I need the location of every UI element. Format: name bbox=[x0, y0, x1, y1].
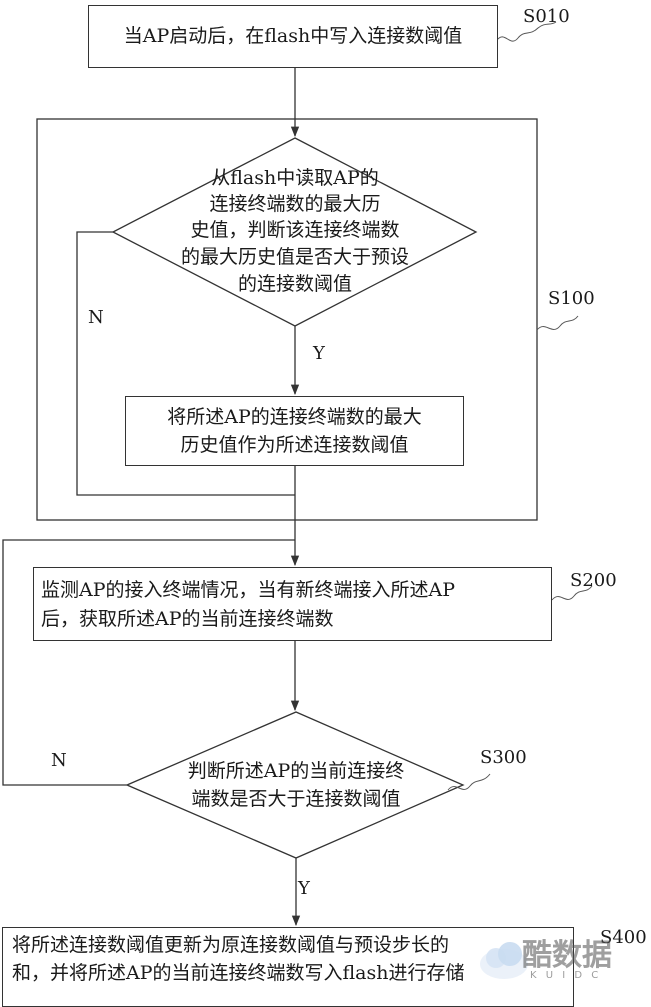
watermark-subtext: K U I D C bbox=[530, 970, 602, 981]
s100-decision-line-5: 的连接数阈值 bbox=[237, 273, 352, 295]
s200-line-2: 后，获取所述AP的当前连接终端数 bbox=[41, 608, 334, 630]
s300-yes-label: Y bbox=[298, 878, 310, 899]
s200-line-1: 监测AP的接入终端情况，当有新终端接入所述AP bbox=[41, 579, 456, 601]
s010-label: S010 bbox=[523, 6, 570, 27]
s100-label: S100 bbox=[548, 288, 595, 309]
s400-line-2: 和，并将所述AP的当前连接终端数写入flash进行存储 bbox=[12, 962, 465, 984]
s100-callout-line bbox=[536, 315, 579, 331]
s300-label: S300 bbox=[480, 747, 527, 768]
s400-label: S400 bbox=[600, 927, 647, 948]
s400-line-1: 将所述连接数阈值更新为原连接数阈值与预设步长的 bbox=[12, 934, 450, 956]
s300-decision-line-1: 判断所述AP的当前连接终 bbox=[187, 760, 405, 782]
watermark-logo: 酷数据 K U I D C bbox=[478, 926, 648, 998]
s100-action-box: 将所述AP的连接终端数的最大 历史值作为所述连接数阈值 bbox=[125, 396, 464, 466]
s010-callout-line bbox=[496, 21, 557, 42]
s200-label: S200 bbox=[570, 570, 617, 591]
s100-no-branch-line bbox=[76, 231, 295, 496]
s100-action-line-2: 历史值作为所述连接数阈值 bbox=[180, 434, 409, 456]
s100-no-label: N bbox=[88, 307, 104, 328]
s010-box: 当AP启动后，在flash中写入连接数阈值 bbox=[88, 5, 498, 68]
s100-decision-line-2: 连接终端数的最大历 bbox=[209, 193, 381, 215]
s300-callout-line bbox=[447, 773, 491, 791]
s200-box: 监测AP的接入终端情况，当有新终端接入所述AP 后，获取所述AP的当前连接终端数 bbox=[33, 567, 552, 641]
watermark-text: 酷数据 bbox=[522, 938, 612, 973]
s100-yes-label: Y bbox=[313, 343, 325, 364]
s200-callout-line bbox=[551, 585, 593, 601]
s300-no-label: N bbox=[51, 750, 67, 771]
s100-decision-line-1: 从flash中读取AP的 bbox=[211, 167, 379, 189]
s100-decision-line-3: 史值，判断该连接终端数 bbox=[190, 219, 400, 241]
s300-no-branch-line bbox=[2, 539, 295, 786]
s400-box: 将所述连接数阈值更新为原连接数阈值与预设步长的 和，并将所述AP的当前连接终端数… bbox=[2, 927, 574, 1007]
s300-decision-line-2: 端数是否大于连接数阈值 bbox=[191, 788, 401, 810]
cloud-icon bbox=[480, 942, 528, 979]
s010-text: 当AP启动后，在flash中写入连接数阈值 bbox=[123, 25, 463, 47]
s100-group-box bbox=[36, 118, 538, 521]
s100-action-line-1: 将所述AP的连接终端数的最大 bbox=[167, 406, 422, 428]
s100-decision-line-4: 的最大历史值是否大于预设 bbox=[180, 246, 409, 268]
